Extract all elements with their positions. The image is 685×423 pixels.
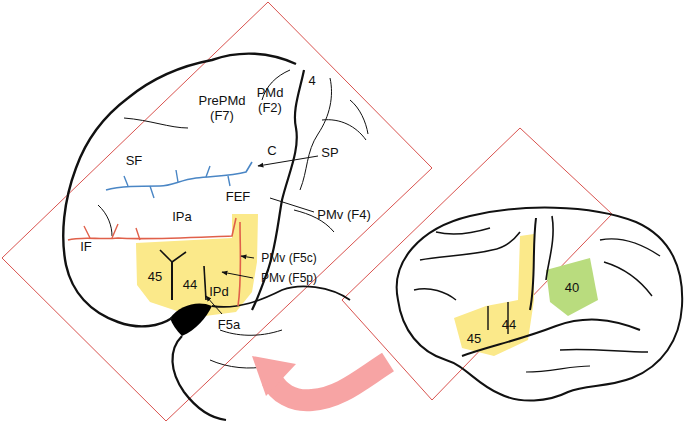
region-label: C [267, 143, 276, 158]
frontal-lobe [63, 54, 368, 420]
region-label: 45 [148, 269, 162, 284]
region-label: 4 [308, 73, 315, 88]
lateral-brain [397, 208, 682, 401]
region-label: PrePMd (F7) [198, 93, 246, 123]
region-label: PMv (F5p) [261, 271, 317, 286]
region-label: FEF [226, 189, 251, 204]
zoom-arrow [252, 356, 388, 400]
area-number: 44 [502, 317, 516, 332]
area-number: 40 [565, 280, 579, 295]
zoom-frame [2, 2, 432, 421]
region-label: IPa [172, 209, 192, 224]
region-label: PMd (F2) [246, 85, 294, 115]
region-label: SP [321, 145, 338, 160]
region-label: F5a [218, 317, 240, 332]
region-label: IPd [209, 284, 229, 299]
area-number: 45 [467, 331, 481, 346]
region-label: PMv (F4) [317, 207, 370, 222]
region-label: SF [126, 153, 143, 168]
region-label: IF [80, 239, 92, 254]
region-label: PMv (F5c) [261, 251, 316, 266]
region-label: 44 [183, 277, 197, 292]
